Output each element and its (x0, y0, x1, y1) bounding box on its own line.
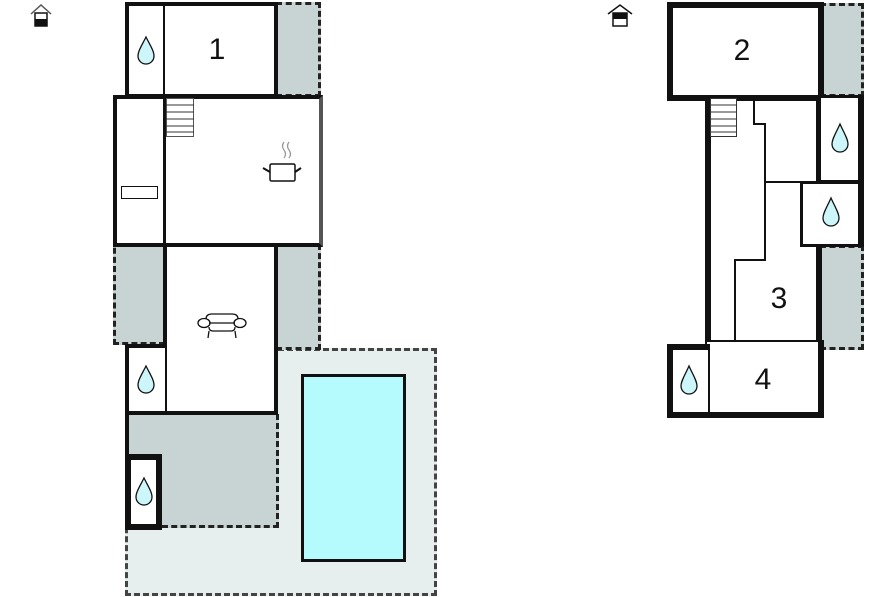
room-2 (667, 2, 824, 101)
wall (753, 98, 755, 125)
terrace (820, 245, 864, 350)
terrace (820, 3, 864, 97)
water-drop-icon (136, 364, 156, 394)
room-label: 1 (208, 33, 226, 66)
wall (764, 181, 824, 183)
water-drop-icon (679, 364, 699, 396)
room-label: 3 (770, 282, 788, 315)
terrace (276, 2, 321, 97)
sofa-icon (196, 312, 248, 342)
room-label: 2 (733, 34, 751, 67)
water-drop-icon (830, 122, 850, 154)
living-room (163, 243, 278, 415)
water-drop-icon (134, 476, 154, 506)
wall (764, 183, 766, 261)
wall-divider (163, 4, 165, 97)
room-label: 4 (754, 363, 772, 396)
window-icon (121, 186, 158, 199)
water-drop-icon (821, 196, 841, 228)
wall (764, 123, 766, 183)
wall (734, 259, 766, 261)
stairs-icon (710, 98, 738, 138)
floor-upper-icon (607, 3, 633, 27)
stairs-icon (166, 98, 195, 138)
cooking-pot-icon (260, 140, 302, 186)
wall-divider (163, 97, 166, 247)
wall (734, 259, 736, 343)
water-drop-icon (136, 35, 156, 65)
floor-ground-icon (30, 3, 52, 27)
wall (753, 123, 765, 125)
terrace (276, 244, 321, 350)
pool (301, 374, 406, 562)
